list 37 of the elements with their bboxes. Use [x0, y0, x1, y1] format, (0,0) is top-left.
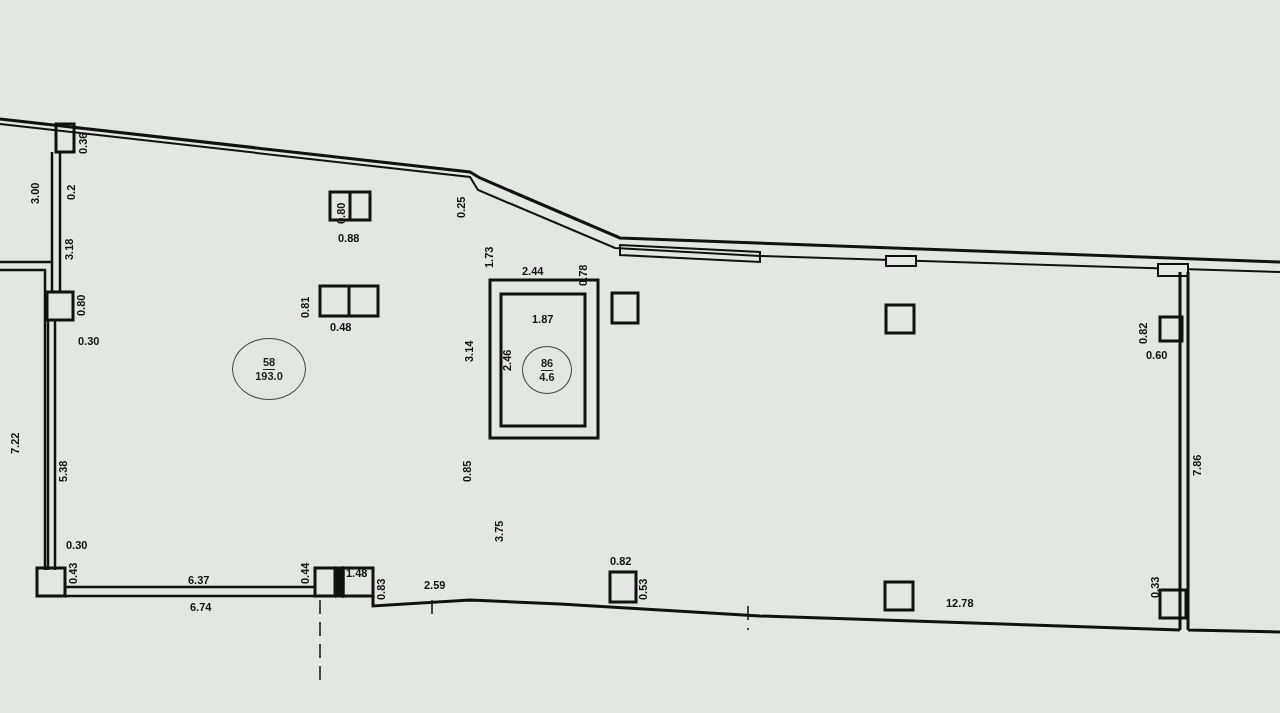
dimension-label: 0.33 [1150, 576, 1161, 598]
dimension-label: 0.80 [76, 294, 87, 316]
dimension-label: 0.48 [330, 322, 352, 333]
room-area: 193.0 [255, 369, 283, 382]
dimension-label: 5.38 [58, 460, 69, 482]
dimension-label: 0.30 [78, 336, 100, 347]
dimension-label: 0.83 [376, 578, 387, 600]
dimension-label: 3.18 [64, 238, 75, 260]
room-area: 4.6 [539, 370, 555, 383]
dimension-label: 0.53 [638, 578, 649, 600]
dimension-label: 12.78 [946, 598, 974, 609]
dimension-label: 3.00 [30, 182, 41, 204]
dimension-label: 0.81 [300, 296, 311, 318]
dimension-label: 3.14 [464, 340, 475, 362]
dimension-label: 3.75 [494, 520, 505, 542]
dimension-label: 7.22 [10, 432, 21, 454]
room-number: 58 [262, 356, 276, 370]
dimension-label: 6.37 [188, 575, 210, 586]
dimension-label: 2.59 [424, 580, 446, 591]
dimension-label: 1.48 [346, 568, 368, 579]
dimension-label: 2.44 [522, 266, 544, 277]
dimension-label: 0.2 [66, 184, 77, 200]
dimension-label: 0.60 [1146, 350, 1168, 361]
dimension-label: 0.82 [610, 556, 632, 567]
dimension-label: 7.86 [1192, 454, 1203, 476]
dimension-label: 0.44 [300, 562, 311, 584]
dimension-label: 0.85 [462, 460, 473, 482]
dimension-label: 0.43 [68, 562, 79, 584]
dimension-label: 6.74 [190, 602, 212, 613]
room-number: 86 [540, 357, 554, 371]
dimension-label: 1.73 [484, 246, 495, 268]
dimension-label: 1.87 [532, 314, 554, 325]
dimension-label: 0.82 [1138, 322, 1149, 344]
dimension-label: 2.46 [502, 349, 513, 371]
dimension-label: 0.88 [338, 233, 360, 244]
dimension-label: 0.25 [456, 196, 467, 218]
dimension-label: 0.30 [66, 540, 88, 551]
